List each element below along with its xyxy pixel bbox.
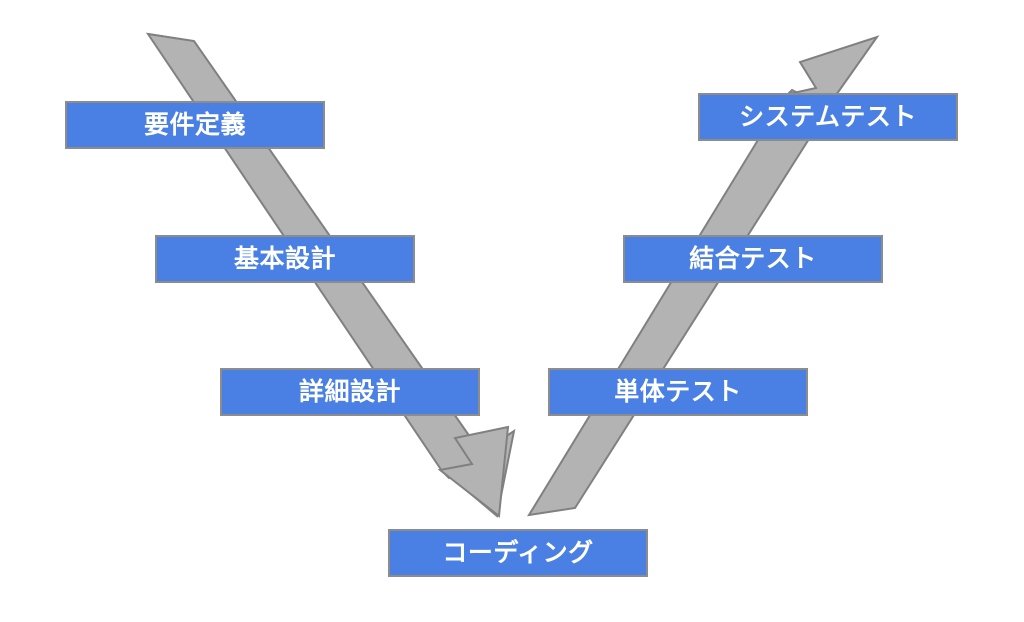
phase-label-requirements: 要件定義 [143,110,246,139]
phase-box-basic-design[interactable]: 基本設計 [155,235,415,283]
phase-label-basic-design: 基本設計 [233,244,336,273]
phase-label-unit-test: 単体テスト [614,377,742,406]
down-right-arrow-head [437,425,510,518]
phase-box-detailed-design[interactable]: 詳細設計 [220,368,480,416]
phase-label-system-test: システムテスト [739,102,917,131]
phase-box-system-test[interactable]: システムテスト [698,93,958,141]
phase-label-detailed-design: 詳細設計 [298,377,401,406]
phase-label-integration-test: 結合テスト [689,244,817,273]
phase-label-coding: コーディング [442,538,594,567]
up-right-arrow-shaft [527,88,830,517]
phase-box-requirements[interactable]: 要件定義 [65,101,325,149]
phase-box-coding[interactable]: コーディング [388,529,648,577]
phase-box-integration-test[interactable]: 結合テスト [623,235,883,283]
phase-box-unit-test[interactable]: 単体テスト [548,368,808,416]
